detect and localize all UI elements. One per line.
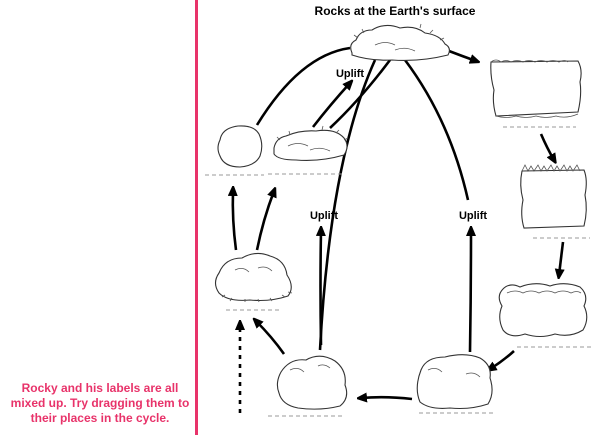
arrow-metamorphic-to-magma	[490, 350, 515, 369]
arrow-oval-to-surface	[255, 46, 351, 126]
rock-sedimentary[interactable]	[520, 164, 587, 229]
arrow-uplift-right	[470, 230, 471, 353]
rock-surface[interactable]	[350, 23, 451, 61]
rock-metamorphic[interactable]	[498, 283, 588, 338]
arrow-sedimentary-to-metamorphic	[559, 241, 563, 275]
rock-left-middle[interactable]	[214, 252, 293, 303]
arrow-magma-to-igneous	[361, 397, 413, 399]
rock-flat-left[interactable]	[273, 125, 349, 161]
uplift-label-top: Uplift	[336, 68, 364, 80]
rock-bottom-center[interactable]	[276, 355, 348, 410]
panel-divider	[195, 0, 198, 435]
uplift-label-left: Uplift	[310, 210, 338, 222]
left-panel: Rocky and his labels are all mixed up. T…	[0, 0, 195, 435]
diagram-title: Rocks at the Earth's surface	[315, 4, 476, 18]
instruction-text: Rocky and his labels are all mixed up. T…	[10, 381, 190, 425]
arrow-uplift-top	[311, 83, 350, 128]
rock-oval[interactable]	[217, 125, 263, 168]
arrow-left-up-2	[255, 191, 274, 251]
arrow-to-left-rock	[256, 321, 286, 355]
arrow-uplift-left	[321, 230, 322, 346]
rock-sediment[interactable]	[490, 59, 582, 118]
line-center-right-long	[403, 59, 470, 201]
arrow-left-up-1	[233, 190, 236, 251]
line-center-left-long	[318, 59, 377, 351]
arrow-surface-to-sediment	[448, 49, 476, 61]
uplift-label-right: Uplift	[459, 210, 487, 222]
rock-bottom-right[interactable]	[416, 354, 493, 410]
arrow-sediment-to-sedimentary	[539, 133, 554, 160]
